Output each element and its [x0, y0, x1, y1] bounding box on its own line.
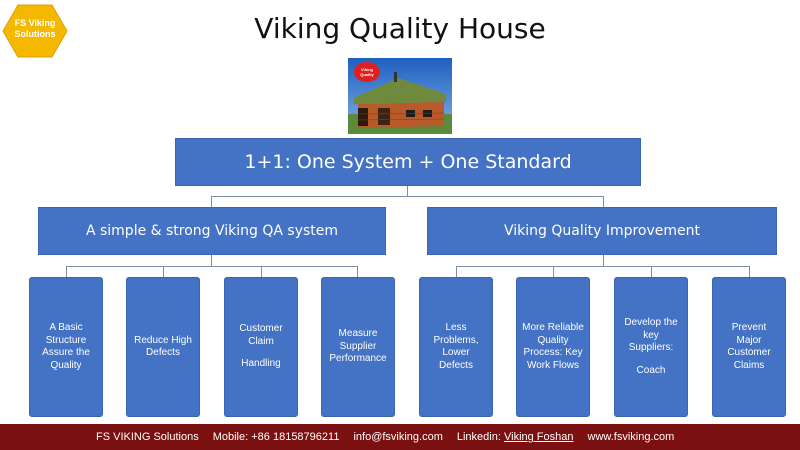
leaf-supplier-performance: Measure Supplier Performance	[321, 277, 395, 417]
leaf-prevent-claims: Prevent Major Customer Claims	[712, 277, 786, 417]
connector	[357, 266, 358, 277]
viking-quality-badge: Viking Quality	[354, 62, 380, 82]
branch-quality-improvement: Viking Quality Improvement	[427, 207, 777, 255]
leaf-text: Customer Claim	[239, 323, 283, 347]
footer-mobile-label: Mobile:	[212, 431, 249, 443]
connector	[261, 266, 262, 277]
leaf-develop-suppliers: Develop the key Suppliers: Coach	[614, 277, 688, 417]
leaf-text: More Reliable Quality Process: Key Work …	[522, 322, 584, 371]
footer-linkedin-link[interactable]: Viking Foshan	[503, 431, 574, 443]
footer-company: FS VIKING Solutions	[96, 431, 199, 443]
connector	[66, 266, 67, 277]
connector	[211, 255, 212, 267]
connector	[651, 266, 652, 277]
fs-viking-logo: FS Viking Solutions	[2, 4, 68, 58]
leaf-less-problems: Less Problems, Lower Defects	[419, 277, 493, 417]
connector	[553, 266, 554, 277]
badge-line-2: Quality	[360, 72, 374, 77]
hexagon-logo-icon	[2, 4, 68, 58]
leaf-text: Handling	[241, 358, 281, 370]
logo-line-2: Solutions	[14, 29, 56, 39]
leaf-text: Develop the key Suppliers:	[624, 317, 678, 353]
connector	[211, 196, 212, 207]
badge-line-1: Viking	[361, 67, 373, 72]
leaf-text: Reduce High Defects	[134, 334, 192, 359]
footer-linkedin-label: Linkedin:	[456, 431, 501, 443]
connector	[407, 186, 408, 196]
leaf-text: Prevent Major Customer Claims	[727, 322, 771, 371]
leaf-reliable-process: More Reliable Quality Process: Key Work …	[516, 277, 590, 417]
leaf-customer-claim: Customer Claim Handling	[224, 277, 298, 417]
leaf-text: A Basic Structure Assure the Quality	[42, 322, 90, 371]
branch-qa-system: A simple & strong Viking QA system	[38, 207, 386, 255]
connector	[66, 266, 358, 267]
connector	[456, 266, 750, 267]
footer-email[interactable]: info@fsviking.com	[353, 431, 443, 443]
footer-website[interactable]: www.fsviking.com	[587, 431, 675, 443]
connector	[163, 266, 164, 277]
viking-house-picture: Viking Quality	[348, 58, 452, 134]
connector	[749, 266, 750, 277]
leaf-text: Coach	[636, 364, 666, 376]
connector	[211, 196, 604, 197]
leaf-basic-structure: A Basic Structure Assure the Quality	[29, 277, 103, 417]
connector	[456, 266, 457, 277]
leaf-text: Less Problems, Lower Defects	[433, 322, 479, 371]
connector	[603, 196, 604, 207]
leaf-text: Measure Supplier Performance	[329, 328, 387, 365]
logo-text: FS Viking Solutions	[2, 18, 68, 40]
main-concept-box: 1+1: One System + One Standard	[175, 138, 641, 186]
leaf-reduce-defects: Reduce High Defects	[126, 277, 200, 417]
page-title: Viking Quality House	[254, 12, 546, 45]
footer-bar: FS VIKING Solutions Mobile: +86 18158796…	[0, 424, 800, 450]
logo-line-1: FS Viking	[14, 18, 56, 28]
footer-mobile: +86 18158796211	[251, 431, 340, 443]
sod-roof-house-image	[348, 58, 452, 134]
connector	[603, 255, 604, 267]
